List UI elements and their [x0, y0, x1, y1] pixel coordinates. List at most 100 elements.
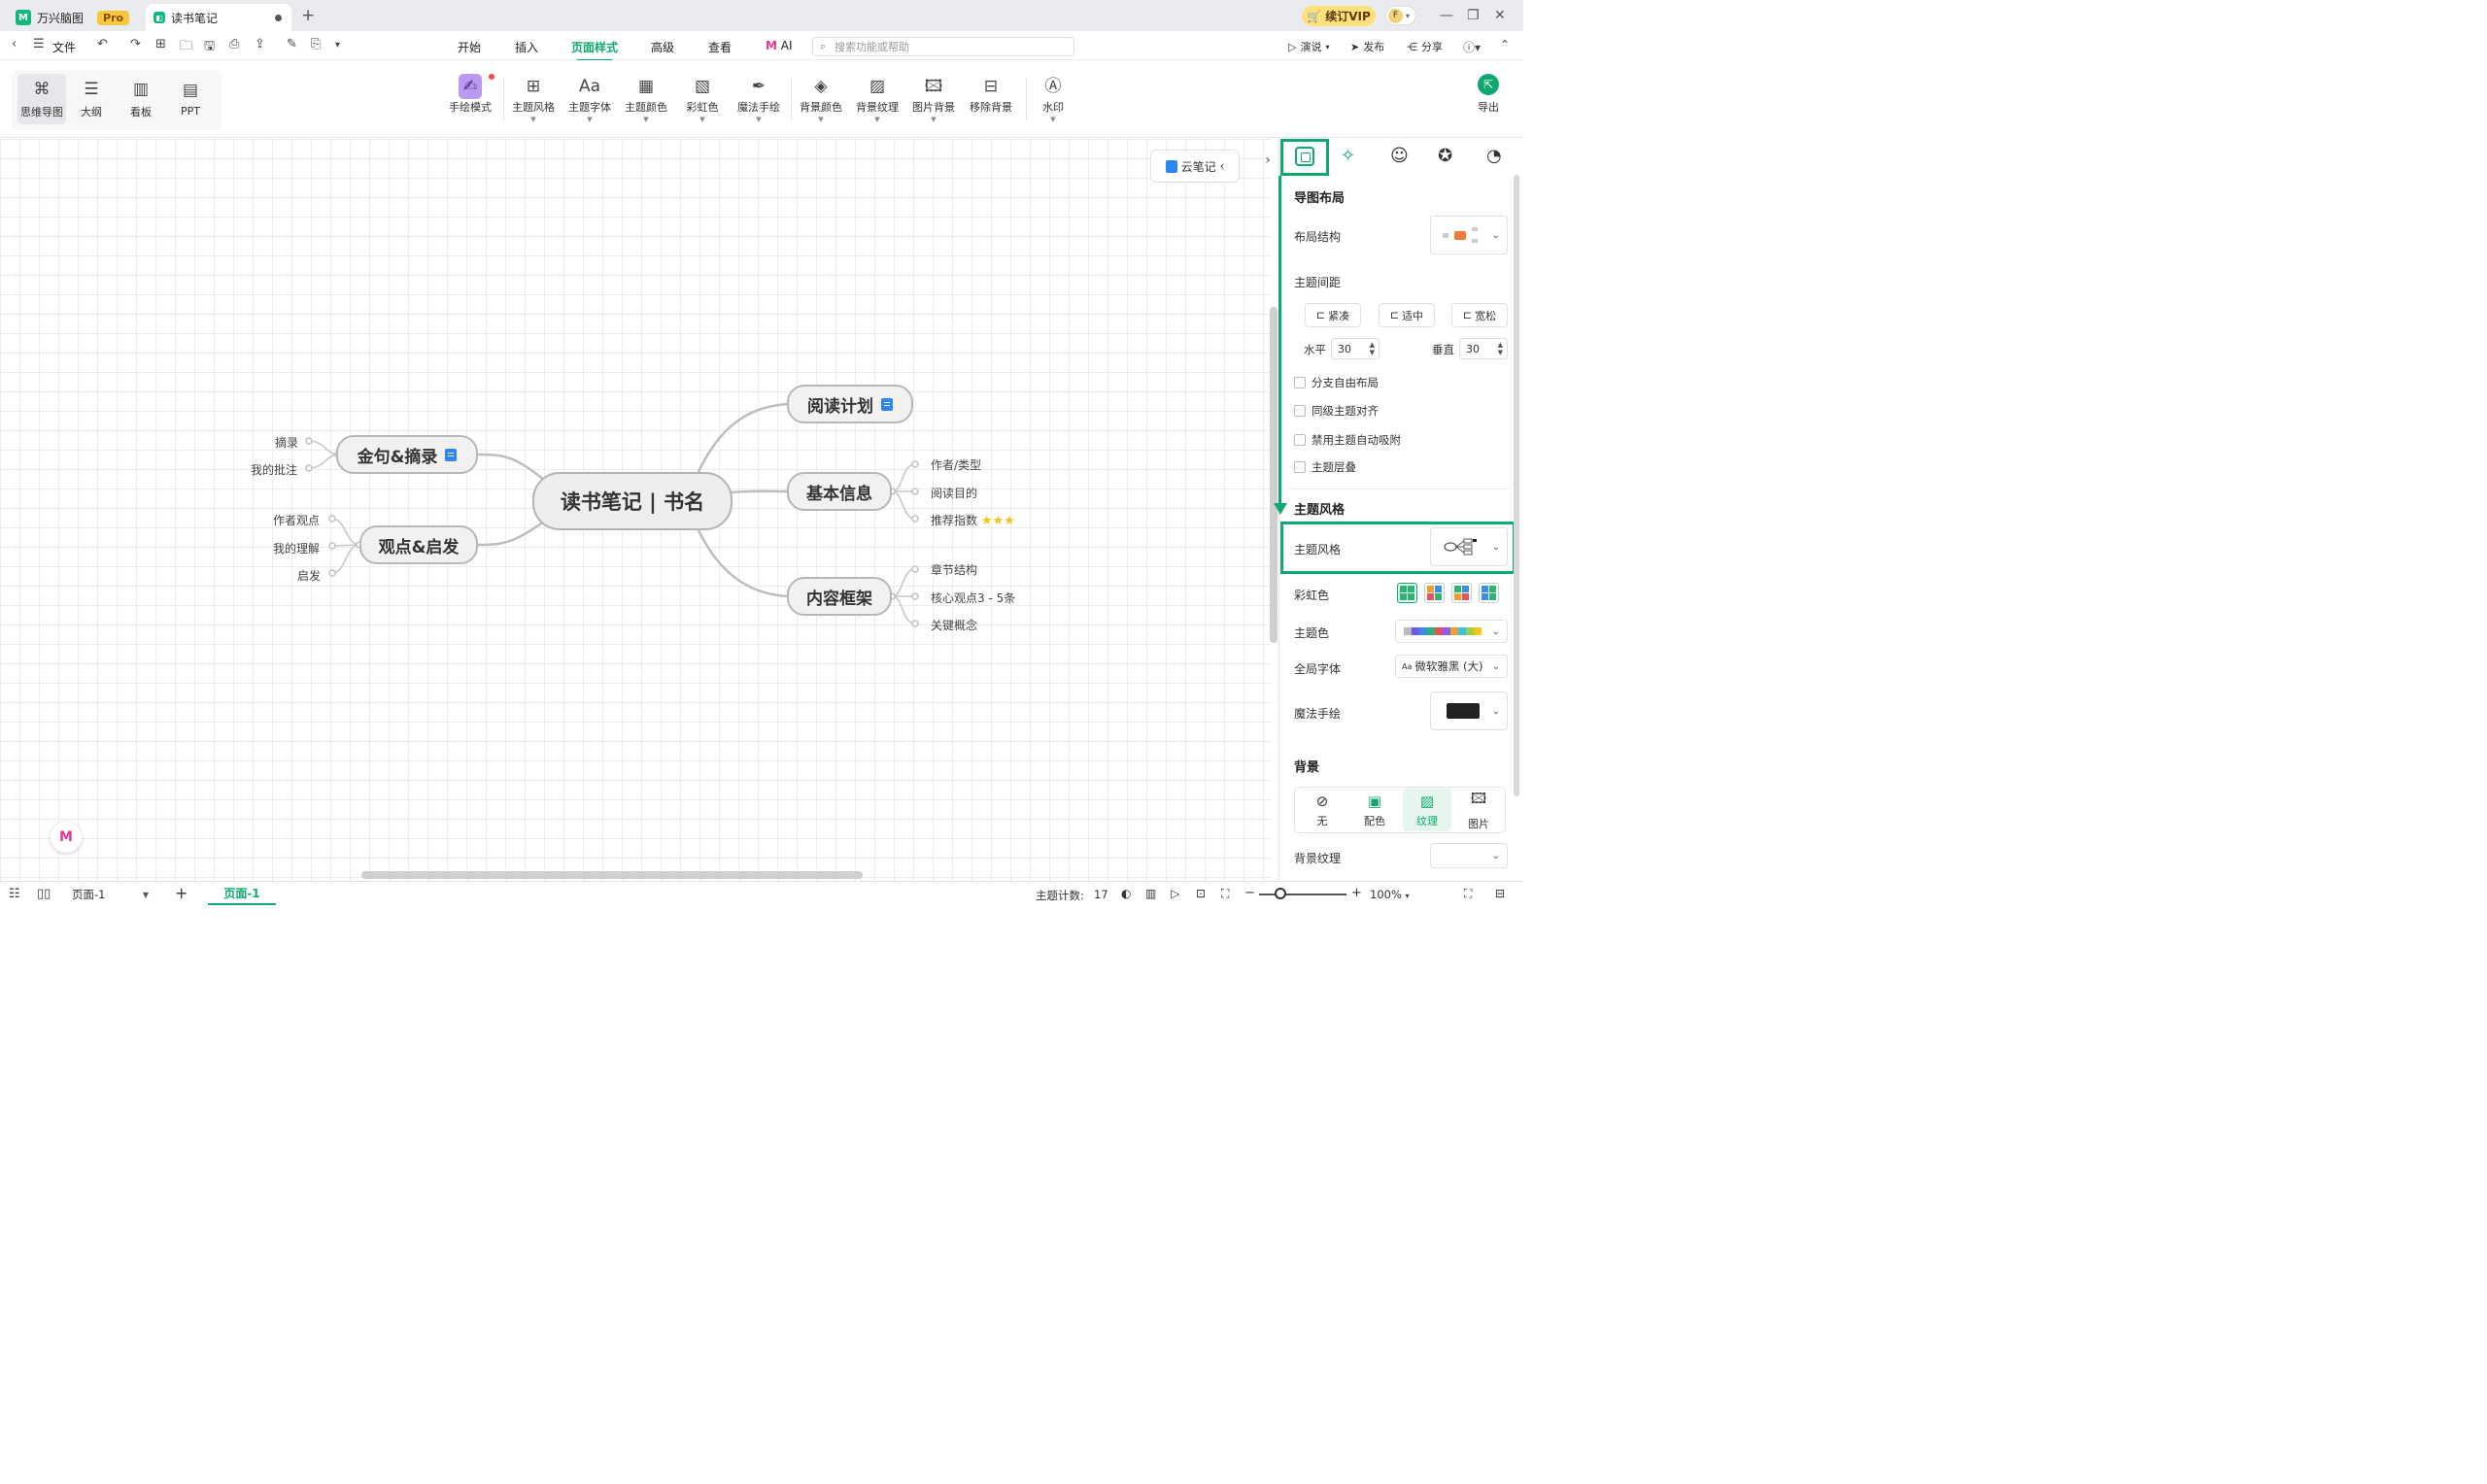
export-button[interactable]: ⇱ 导出	[1459, 74, 1517, 115]
play-icon[interactable]: ▷	[1171, 887, 1180, 900]
fit-page-icon[interactable]: ⊡	[1196, 887, 1207, 900]
note-icon[interactable]	[881, 397, 893, 411]
spacing-compact-button[interactable]: ⊏紧凑	[1305, 303, 1361, 327]
subtopic-my-annotation[interactable]: 我的批注	[251, 463, 298, 477]
subtopic-author-type[interactable]: 作者/类型	[931, 458, 982, 472]
free-layout-checkbox[interactable]	[1294, 377, 1306, 388]
new-tab-icon[interactable]: +	[301, 6, 316, 25]
file-menu[interactable]: 文件	[52, 41, 77, 54]
subtopic-author-view[interactable]: 作者观点	[273, 514, 321, 527]
menu-advanced[interactable]: 高级	[651, 41, 675, 54]
fullscreen-icon[interactable]: ⛶	[1464, 887, 1473, 900]
avatar[interactable]: F ▾	[1385, 6, 1416, 25]
back-icon[interactable]: ‹	[12, 37, 17, 51]
view-kanban-button[interactable]: ▥看板	[117, 74, 165, 124]
export-icon[interactable]: ⇪	[255, 37, 265, 51]
rainbow-color-button[interactable]: ▧彩虹色▼	[673, 74, 732, 123]
central-topic[interactable]: 读书笔记 | 书名	[532, 472, 732, 530]
unsaved-dot-icon[interactable]	[275, 15, 282, 21]
topic-insights[interactable]: 观点&启发	[359, 525, 478, 564]
fit-width-icon[interactable]: ⛶	[1221, 887, 1230, 900]
restore-icon[interactable]: ❐	[1467, 8, 1480, 23]
magic-hand-drawn-button[interactable]: ✒魔法手绘▼	[730, 74, 788, 123]
layout-structure-dropdown[interactable]: ⌄	[1430, 216, 1508, 254]
subtopic-excerpt[interactable]: 摘录	[275, 436, 299, 450]
vertical-spacing-input[interactable]: 30▲▼	[1459, 338, 1508, 359]
stepper-icon[interactable]: ▲▼	[1369, 341, 1375, 356]
subtopic-my-understanding[interactable]: 我的理解	[273, 542, 321, 556]
page-panel-icon[interactable]: ▯▯	[37, 887, 51, 901]
remove-background-button[interactable]: ⊟移除背景	[962, 74, 1020, 115]
panel-toggle-button[interactable]: ›	[1259, 146, 1277, 175]
renew-vip-button[interactable]: 🛒续订VIP	[1302, 6, 1376, 26]
spacing-medium-button[interactable]: ⊏适中	[1379, 303, 1435, 327]
rainbow-option-1[interactable]	[1397, 583, 1417, 603]
background-color-button[interactable]: ◈背景颜色▼	[792, 74, 850, 123]
zoom-slider-handle[interactable]	[1275, 888, 1286, 899]
leaf-handle[interactable]	[911, 565, 919, 573]
rainbow-option-2[interactable]	[1424, 583, 1445, 603]
zoom-in-icon[interactable]: +	[1351, 886, 1362, 900]
theme-style-dropdown[interactable]: ⌄	[1430, 527, 1508, 566]
zoom-level[interactable]: 100% ▾	[1370, 888, 1410, 901]
zoom-out-icon[interactable]: −	[1244, 886, 1255, 900]
theme-style-button[interactable]: ⊞主题风格▼	[504, 74, 562, 123]
theme-color-button[interactable]: ▦主题颜色▼	[617, 74, 675, 123]
ai-assistant-button[interactable]: M	[51, 822, 82, 853]
open-folder-icon[interactable]: 🗀	[180, 39, 193, 53]
background-texture-option[interactable]: ▨纹理	[1403, 789, 1451, 831]
add-page-icon[interactable]: +	[175, 884, 188, 902]
leaf-handle[interactable]	[328, 542, 336, 550]
mindmap-canvas[interactable]	[0, 139, 1271, 881]
page-style-tab-icon[interactable]	[1295, 147, 1314, 166]
badge-tab-icon[interactable]: ✪	[1438, 146, 1453, 166]
hand-drawn-mode-button[interactable]: ✍ 手绘模式	[441, 74, 499, 115]
topic-content-framework[interactable]: 内容框架	[787, 577, 892, 616]
focus-icon[interactable]: ◐	[1121, 887, 1132, 900]
background-image-option[interactable]: 🖾图片	[1454, 789, 1503, 831]
page-tab-1[interactable]: 页面-1	[208, 882, 276, 905]
outline-toggle-icon[interactable]: ☷	[9, 887, 20, 901]
canvas-vertical-scrollbar[interactable]	[1270, 307, 1278, 643]
print-icon[interactable]: ⎙	[229, 37, 240, 51]
subtopic-core-views[interactable]: 核心观点3 - 5条	[931, 591, 1016, 605]
save-icon[interactable]: 🖫	[204, 39, 216, 53]
cloud-note-button[interactable]: 云笔记‹	[1150, 150, 1240, 183]
help-icon[interactable]: ⓘ▾	[1463, 41, 1482, 54]
rainbow-option-3[interactable]	[1451, 583, 1472, 603]
leaf-handle[interactable]	[911, 460, 919, 468]
leaf-handle[interactable]	[911, 515, 919, 523]
subtopic-reading-purpose[interactable]: 阅读目的	[931, 487, 978, 500]
emoji-tab-icon[interactable]: ☺	[1390, 146, 1409, 166]
magic-hand-drawn-dropdown[interactable]: ⌄	[1430, 691, 1508, 730]
leaf-handle[interactable]	[328, 569, 336, 577]
note-icon[interactable]	[445, 448, 458, 461]
leaf-handle[interactable]	[305, 437, 313, 445]
redo-icon[interactable]: ↷	[130, 37, 141, 51]
menu-view[interactable]: 查看	[708, 41, 732, 54]
disable-snap-checkbox[interactable]	[1294, 434, 1306, 446]
leaf-handle[interactable]	[911, 620, 919, 627]
edit-icon[interactable]: ✎	[287, 37, 297, 51]
subtopic-key-concepts[interactable]: 关键概念	[931, 619, 978, 632]
zoom-slider-track[interactable]	[1259, 894, 1346, 895]
publish-button[interactable]: ➤发布	[1350, 39, 1384, 54]
subtopic-chapter-structure[interactable]: 章节结构	[931, 563, 978, 577]
app-home-tab[interactable]: M 万兴脑图 Pro	[10, 4, 141, 31]
leaf-handle[interactable]	[911, 592, 919, 600]
undo-icon[interactable]: ↶	[97, 37, 108, 51]
image-background-button[interactable]: 🖾图片背景▼	[904, 74, 963, 123]
topic-reading-plan[interactable]: 阅读计划	[787, 385, 913, 423]
leaf-handle[interactable]	[911, 488, 919, 495]
new-file-icon[interactable]: ⊞	[155, 37, 166, 51]
panel-scrollbar[interactable]	[1514, 175, 1519, 796]
close-icon[interactable]: ✕	[1494, 8, 1506, 23]
background-none-button[interactable]: ⊘无	[1298, 789, 1346, 831]
ai-sparkle-tab-icon[interactable]: ✧	[1341, 146, 1356, 166]
document-tab[interactable]: ◧ 读书笔记	[146, 4, 291, 31]
background-texture-dropdown[interactable]: ⌄	[1430, 843, 1508, 868]
leaf-handle[interactable]	[328, 515, 336, 523]
hamburger-icon[interactable]: ☰	[33, 37, 45, 51]
rainbow-option-4[interactable]	[1479, 583, 1499, 603]
